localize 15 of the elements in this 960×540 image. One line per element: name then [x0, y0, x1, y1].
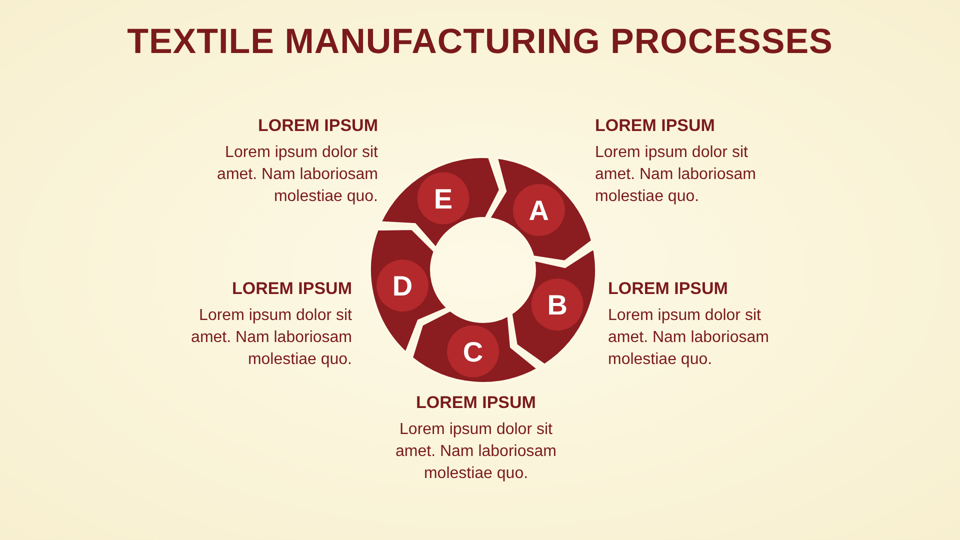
step-description: Lorem ipsum dolor sit amet. Nam laboriosam molestiae quo.: [394, 420, 558, 484]
step-description: Lorem ipsum dolor sit amet. Nam laboriosam molestiae quo.: [608, 306, 770, 370]
step-heading: LOREM IPSUM: [415, 393, 537, 413]
step-heading: LOREM IPSUM: [608, 279, 729, 299]
step-description: Lorem ipsum dolor sit amet. Nam laboriosam molestiae quo.: [595, 143, 757, 207]
step-description: Lorem ipsum dolor sit amet. Nam laboriosam molestiae quo.: [190, 306, 352, 370]
title: TEXTILE MANUFACTURING PROCESSES: [126, 22, 834, 62]
step-heading: LOREM IPSUM: [257, 116, 378, 136]
arrow-segment: C: [410, 309, 539, 384]
step-heading: LOREM IPSUM: [595, 116, 716, 136]
arrow-segment: E: [380, 156, 501, 249]
arrow-segment: D: [369, 228, 448, 354]
arrow-segment: A: [488, 156, 594, 262]
step-description: Lorem ipsum dolor sit amet. Nam laboriosam molestiae quo.: [216, 143, 378, 207]
step-heading: LOREM IPSUM: [231, 279, 352, 299]
